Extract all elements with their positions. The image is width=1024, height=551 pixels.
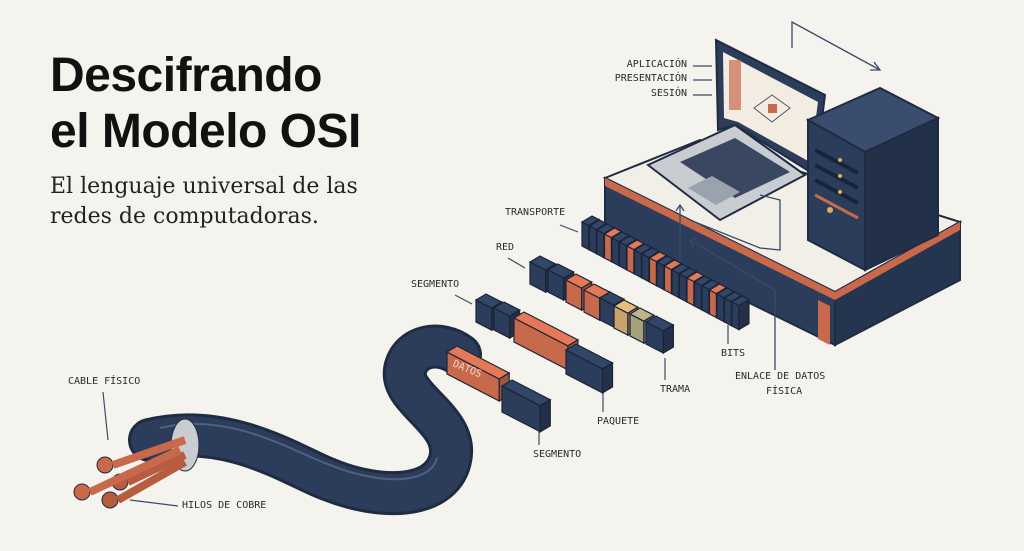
label-presentacion: PRESENTACIÓN — [614, 73, 687, 84]
label-red: RED — [496, 242, 515, 253]
block-face — [693, 281, 703, 311]
label-aplicacion: APLICACIÓN — [626, 59, 687, 70]
screen-sidebar — [729, 60, 741, 110]
data-blocks — [445, 215, 751, 433]
label-enlace: ENLACE DE DATOS — [735, 371, 826, 382]
label-hilos: HILOS DE COBRE — [182, 500, 267, 511]
label-bits: BITS — [721, 348, 746, 359]
subtitle-line-1: El lenguaje universal de las — [50, 174, 358, 199]
label-trama: TRAMA — [660, 384, 691, 395]
server-tower — [805, 86, 941, 272]
block-face — [618, 241, 628, 271]
subtitle: El lenguaje universal de las redes de co… — [50, 172, 358, 232]
block-face — [708, 289, 718, 319]
block-face — [588, 225, 598, 255]
block-face — [633, 249, 643, 279]
block-face — [723, 297, 733, 327]
label-transporte: TRANSPORTE — [505, 207, 566, 218]
block-face — [716, 293, 725, 323]
block-face — [662, 323, 675, 355]
block-face — [611, 237, 620, 267]
label-lines — [102, 65, 729, 507]
block-face — [603, 233, 613, 263]
block-face — [601, 361, 614, 394]
block-face — [678, 273, 688, 303]
block-face — [686, 277, 695, 307]
block-face — [731, 301, 740, 331]
title-line-2: el Modelo OSI — [50, 105, 361, 158]
block-face — [539, 398, 551, 433]
label-segmento-top: SEGMENTO — [411, 279, 460, 290]
title-line-1: Descifrando — [50, 49, 322, 102]
label-paquete: PAQUETE — [597, 416, 640, 427]
label-segmento-bottom: SEGMENTO — [533, 449, 582, 460]
block-face — [671, 269, 680, 299]
block-face — [656, 261, 665, 291]
block-face — [701, 285, 710, 315]
block-face — [738, 298, 750, 331]
laptop — [646, 38, 827, 222]
block-face — [596, 229, 605, 259]
page-title: Descifrando el Modelo OSI — [50, 48, 361, 160]
label-cable: CABLE FÍSICO — [68, 376, 141, 387]
block-face — [626, 245, 635, 275]
block-face — [663, 265, 673, 295]
label-sesion: SESIÓN — [650, 88, 687, 99]
block-face — [641, 253, 650, 283]
subtitle-line-2: redes de computadoras. — [50, 204, 319, 229]
block-face — [648, 257, 658, 287]
block-face — [581, 221, 590, 251]
flow-arrows — [657, 20, 882, 370]
network-cable — [73, 324, 482, 516]
label-fisica: FÍSICA — [766, 386, 803, 397]
